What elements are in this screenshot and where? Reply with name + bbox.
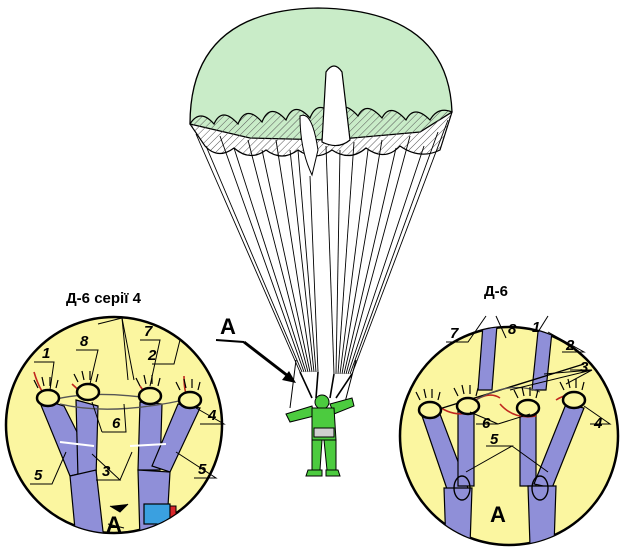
left-label-5: 5	[34, 467, 43, 484]
right-label-7: 7	[450, 325, 459, 342]
left-detail-view: 1 2 3 4 5 5 6 7 8 А	[4, 315, 226, 537]
right-detail-title: Д-6	[484, 283, 509, 300]
parachute-canopy	[189, 7, 453, 177]
right-label-3: 3	[580, 359, 589, 376]
left-label-3: 3	[102, 463, 111, 480]
left-label-5b: 5	[198, 461, 207, 478]
right-leader-lines	[446, 315, 612, 473]
right-label-4: 4	[593, 415, 603, 432]
left-label-6: 6	[112, 415, 121, 432]
right-label-8: 8	[508, 321, 517, 338]
right-view-label: А	[490, 502, 506, 527]
left-risers-rings	[33, 370, 203, 529]
right-label-5: 5	[490, 431, 499, 448]
right-risers-rings	[415, 378, 587, 420]
right-label-2: 2	[565, 337, 575, 354]
callout-arrow	[215, 339, 296, 383]
suspension-lines	[195, 119, 449, 409]
left-label-7: 7	[144, 323, 153, 340]
left-view-label: А	[106, 512, 122, 537]
left-leader-lines	[30, 317, 226, 485]
left-label-1: 1	[42, 345, 50, 362]
right-label-6: 6	[482, 415, 491, 432]
left-label-4: 4	[207, 407, 217, 424]
left-detail-title: Д-6 серії 4	[66, 290, 141, 307]
left-label-2: 2	[147, 347, 157, 364]
right-detail-view: 7 8 1 2 3 4 5 6 А	[398, 315, 620, 547]
right-label-1: 1	[532, 319, 540, 336]
callout-label: А	[220, 314, 236, 339]
parachutist	[285, 394, 355, 477]
left-label-8: 8	[80, 333, 89, 350]
